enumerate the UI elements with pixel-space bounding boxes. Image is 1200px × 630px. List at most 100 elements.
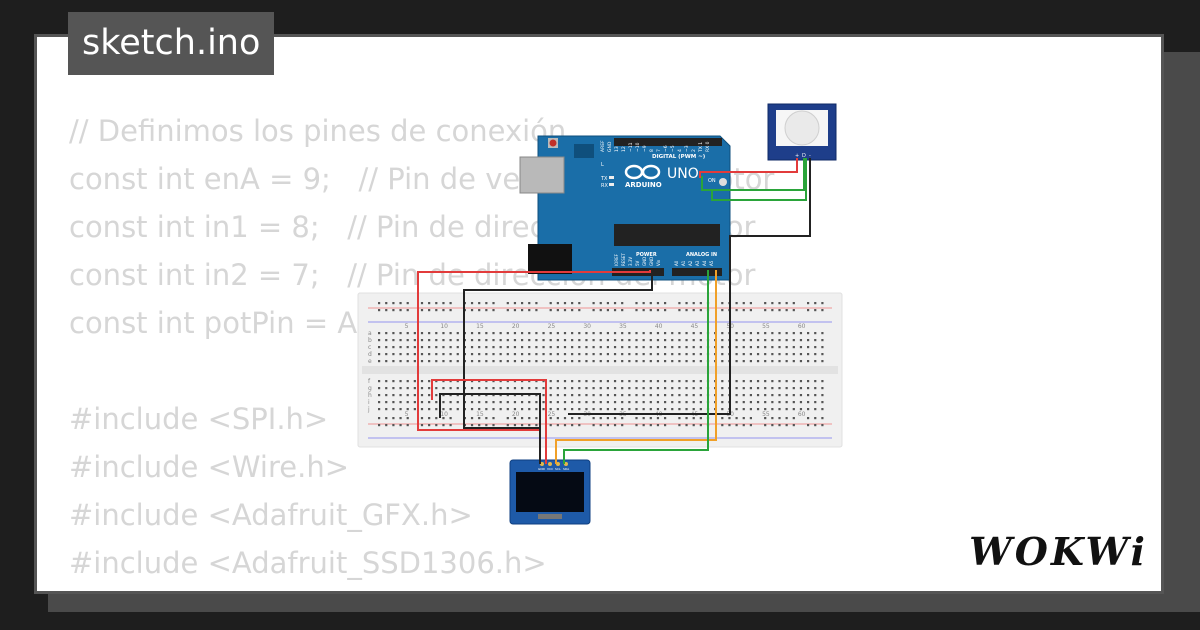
- breadboard-hole[interactable]: [664, 360, 667, 363]
- breadboard-hole[interactable]: [442, 353, 445, 356]
- breadboard-hole[interactable]: [392, 417, 395, 420]
- breadboard-hole[interactable]: [485, 302, 488, 305]
- breadboard-hole[interactable]: [513, 346, 517, 349]
- breadboard-hole[interactable]: [406, 387, 409, 390]
- breadboard-hole[interactable]: [635, 339, 638, 342]
- breadboard-hole[interactable]: [478, 353, 481, 356]
- breadboard-hole[interactable]: [456, 394, 459, 397]
- breadboard-hole[interactable]: [442, 309, 445, 312]
- breadboard-hole[interactable]: [578, 339, 581, 342]
- breadboard-hole[interactable]: [606, 346, 609, 349]
- breadboard-hole[interactable]: [428, 309, 431, 312]
- breadboard-hole[interactable]: [664, 353, 667, 356]
- breadboard-hole[interactable]: [785, 394, 788, 397]
- breadboard-hole[interactable]: [678, 401, 681, 404]
- breadboard-hole[interactable]: [642, 387, 645, 390]
- breadboard-hole[interactable]: [764, 346, 767, 349]
- breadboard-hole[interactable]: [399, 332, 402, 335]
- breadboard-hole[interactable]: [728, 424, 731, 427]
- breadboard-hole[interactable]: [456, 332, 459, 335]
- breadboard-hole[interactable]: [606, 309, 609, 312]
- breadboard-hole[interactable]: [814, 302, 817, 305]
- breadboard-hole[interactable]: [435, 302, 438, 305]
- breadboard-hole[interactable]: [571, 346, 574, 349]
- breadboard-hole[interactable]: [513, 302, 517, 305]
- breadboard-hole[interactable]: [449, 360, 452, 363]
- breadboard-hole[interactable]: [599, 417, 602, 420]
- breadboard-hole[interactable]: [499, 394, 502, 397]
- breadboard-hole[interactable]: [492, 380, 495, 383]
- breadboard-hole[interactable]: [692, 408, 695, 411]
- breadboard-hole[interactable]: [385, 309, 388, 312]
- breadboard-hole[interactable]: [521, 346, 524, 349]
- breadboard-hole[interactable]: [385, 424, 388, 427]
- breadboard-hole[interactable]: [778, 424, 781, 427]
- breadboard-hole[interactable]: [528, 309, 531, 312]
- breadboard-hole[interactable]: [413, 401, 416, 404]
- breadboard-hole[interactable]: [378, 417, 381, 420]
- breadboard-hole[interactable]: [692, 353, 695, 356]
- file-name-tab[interactable]: sketch.ino: [68, 12, 275, 75]
- breadboard-hole[interactable]: [442, 417, 445, 420]
- breadboard-hole[interactable]: [664, 346, 667, 349]
- breadboard-hole[interactable]: [628, 387, 631, 390]
- breadboard-hole[interactable]: [771, 353, 774, 356]
- breadboard-hole[interactable]: [699, 408, 702, 411]
- breadboard-hole[interactable]: [563, 332, 567, 335]
- breadboard-hole[interactable]: [613, 346, 617, 349]
- breadboard-hole[interactable]: [478, 309, 481, 312]
- breadboard-hole[interactable]: [671, 339, 674, 342]
- breadboard-hole[interactable]: [563, 387, 567, 390]
- breadboard-hole[interactable]: [492, 360, 495, 363]
- breadboard-hole[interactable]: [807, 346, 810, 349]
- breadboard-hole[interactable]: [470, 309, 474, 312]
- breadboard-hole[interactable]: [542, 339, 545, 342]
- breadboard-hole[interactable]: [785, 309, 788, 312]
- breadboard-hole[interactable]: [556, 346, 559, 349]
- breadboard-hole[interactable]: [571, 394, 574, 397]
- breadboard-hole[interactable]: [628, 339, 631, 342]
- breadboard-hole[interactable]: [692, 394, 695, 397]
- breadboard-hole[interactable]: [385, 302, 388, 305]
- breadboard-hole[interactable]: [749, 309, 752, 312]
- breadboard-hole[interactable]: [735, 408, 738, 411]
- breadboard-hole[interactable]: [606, 417, 609, 420]
- breadboard-hole[interactable]: [721, 332, 724, 335]
- breadboard-hole[interactable]: [742, 417, 745, 420]
- breadboard-hole[interactable]: [456, 353, 459, 356]
- breadboard-hole[interactable]: [449, 353, 452, 356]
- breadboard-hole[interactable]: [492, 346, 495, 349]
- breadboard-hole[interactable]: [642, 380, 645, 383]
- breadboard-hole[interactable]: [685, 424, 688, 427]
- breadboard-hole[interactable]: [578, 302, 581, 305]
- breadboard-hole[interactable]: [642, 309, 645, 312]
- breadboard-hole[interactable]: [764, 353, 767, 356]
- breadboard-hole[interactable]: [392, 401, 395, 404]
- breadboard-hole[interactable]: [764, 401, 767, 404]
- breadboard-hole[interactable]: [771, 309, 774, 312]
- breadboard-hole[interactable]: [699, 387, 702, 390]
- breadboard-hole[interactable]: [635, 346, 638, 349]
- breadboard-hole[interactable]: [821, 353, 824, 356]
- breadboard-hole[interactable]: [556, 339, 559, 342]
- breadboard-hole[interactable]: [406, 360, 409, 363]
- breadboard-hole[interactable]: [470, 380, 474, 383]
- breadboard-hole[interactable]: [506, 332, 509, 335]
- breadboard-hole[interactable]: [778, 394, 781, 397]
- breadboard-hole[interactable]: [742, 401, 745, 404]
- breadboard-hole[interactable]: [492, 387, 495, 390]
- breadboard-hole[interactable]: [449, 380, 452, 383]
- breadboard-hole[interactable]: [792, 401, 795, 404]
- breadboard-hole[interactable]: [420, 424, 424, 427]
- breadboard-hole[interactable]: [649, 424, 652, 427]
- breadboard-hole[interactable]: [592, 332, 595, 335]
- breadboard-hole[interactable]: [470, 408, 474, 411]
- breadboard-hole[interactable]: [635, 401, 638, 404]
- breadboard-hole[interactable]: [420, 408, 424, 411]
- breadboard-hole[interactable]: [621, 417, 624, 420]
- breadboard-hole[interactable]: [435, 346, 438, 349]
- breadboard-hole[interactable]: [642, 346, 645, 349]
- breadboard-hole[interactable]: [571, 339, 574, 342]
- breadboard-hole[interactable]: [406, 339, 409, 342]
- breadboard-hole[interactable]: [656, 380, 660, 383]
